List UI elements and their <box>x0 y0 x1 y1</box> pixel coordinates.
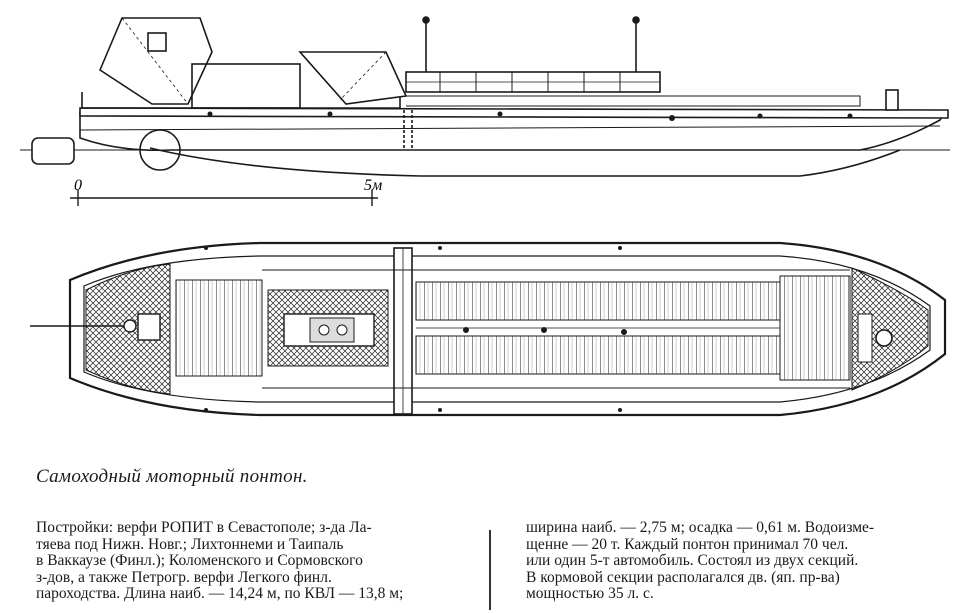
plan-view <box>30 241 947 417</box>
description-left-column: Постройки: верфи РОПИТ в Севастополе; з-… <box>36 519 466 603</box>
description-line: мощностью 35 л. с. <box>526 585 654 602</box>
description-line: или один 5-т автомобиль. Состоял из двух… <box>526 552 859 569</box>
description-line: з-дов, а также Петрогр. верфи Легкого фи… <box>36 568 332 586</box>
scale-bar <box>70 190 378 206</box>
column-divider <box>489 530 491 610</box>
description-line: в Ваккаузе (Финл.); Коломенского и Сормо… <box>36 552 363 569</box>
scale-zero-label: 0 <box>74 177 82 194</box>
side-view <box>20 16 950 177</box>
description-line: щенне — 20 т. Каждый понтон принимал 70 … <box>526 535 849 553</box>
description-right-column: ширина наиб. — 2,75 м; осадка — 0,61 м. … <box>526 519 946 603</box>
description-line: пароходства. Длина наиб. — 14,24 м, по К… <box>36 585 404 602</box>
description-line: В кормовой секции располагался дв. (яп. … <box>526 568 840 586</box>
description-line: Постройки: верфи РОПИТ в Севастополе; з-… <box>36 519 372 536</box>
figure-caption: Самоходный моторный понтон. <box>36 466 308 487</box>
description-line: тяева под Нижн. Новг.; Лихтоннеми и Таип… <box>36 535 344 553</box>
description-line: ширина наиб. — 2,75 м; осадка — 0,61 м. … <box>526 519 875 536</box>
pontoon-drawing: 0 5м <box>20 16 950 417</box>
scale-five-label: 5м <box>364 177 382 194</box>
